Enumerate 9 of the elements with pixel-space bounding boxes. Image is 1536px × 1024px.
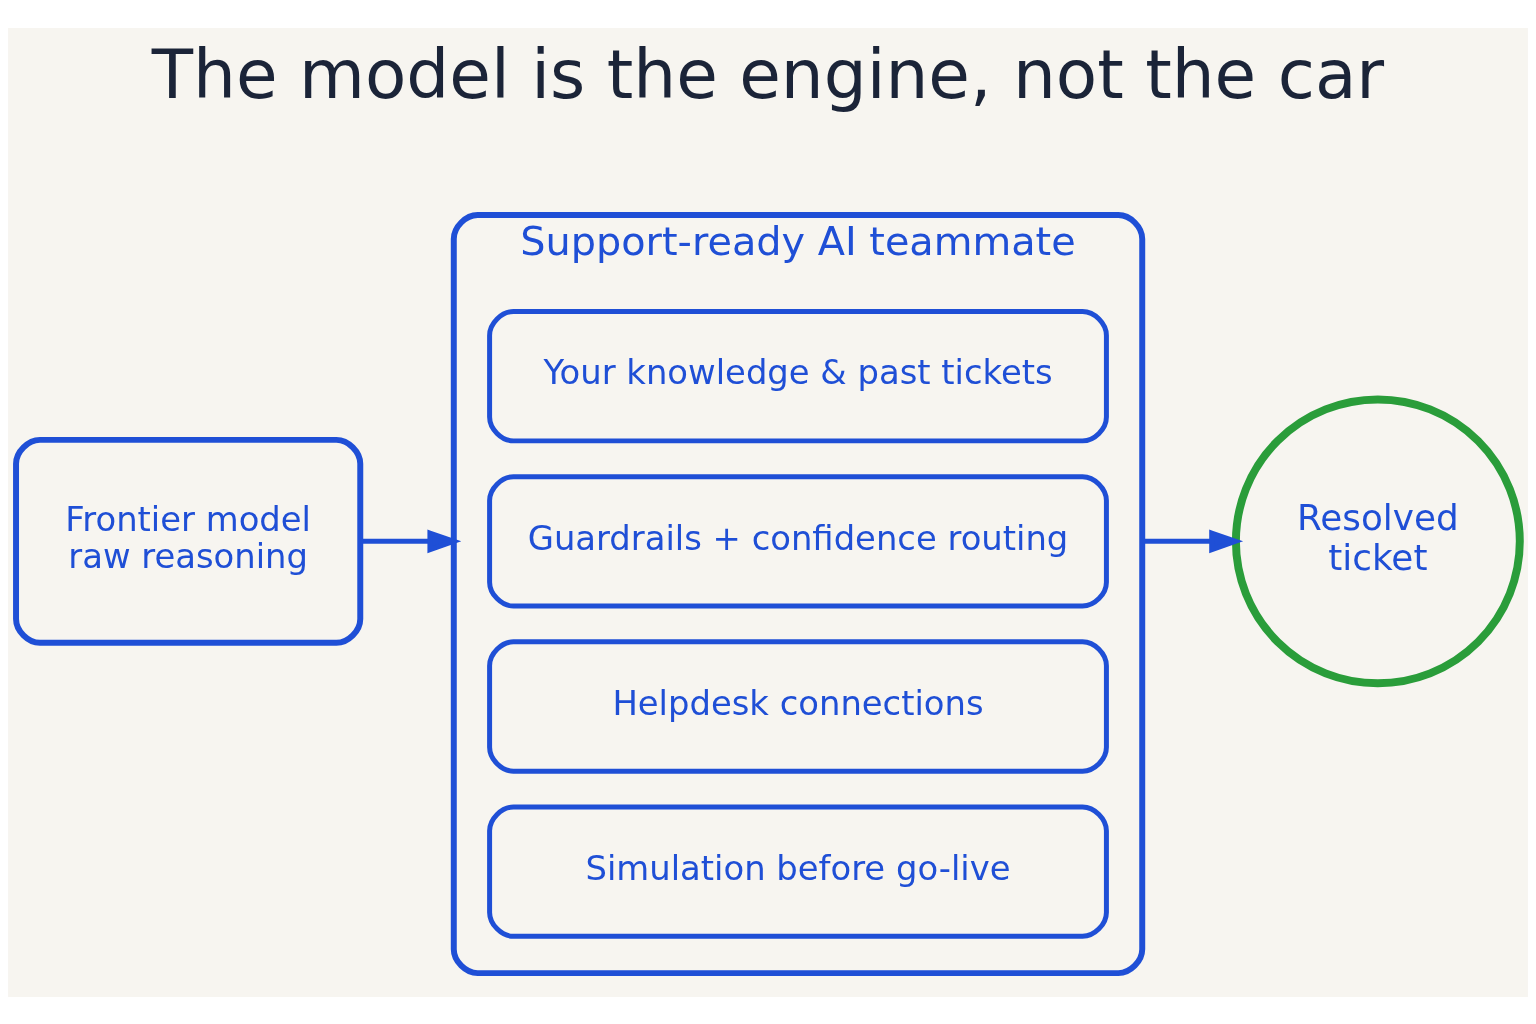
node-box: Frontier model raw reasoning <box>13 436 364 646</box>
arrow <box>1142 529 1244 553</box>
node-box: Guardrails + confidence routing <box>487 473 1109 608</box>
node-circle: Resolved ticket <box>1231 394 1524 687</box>
arrow <box>360 529 462 553</box>
node-box: Your knowledge & past tickets <box>487 308 1109 443</box>
node-box: Helpdesk connections <box>487 638 1109 774</box>
node-box: Simulation before go-live <box>487 804 1109 939</box>
diagram-title: The model is the engine, not the car <box>151 34 1385 114</box>
